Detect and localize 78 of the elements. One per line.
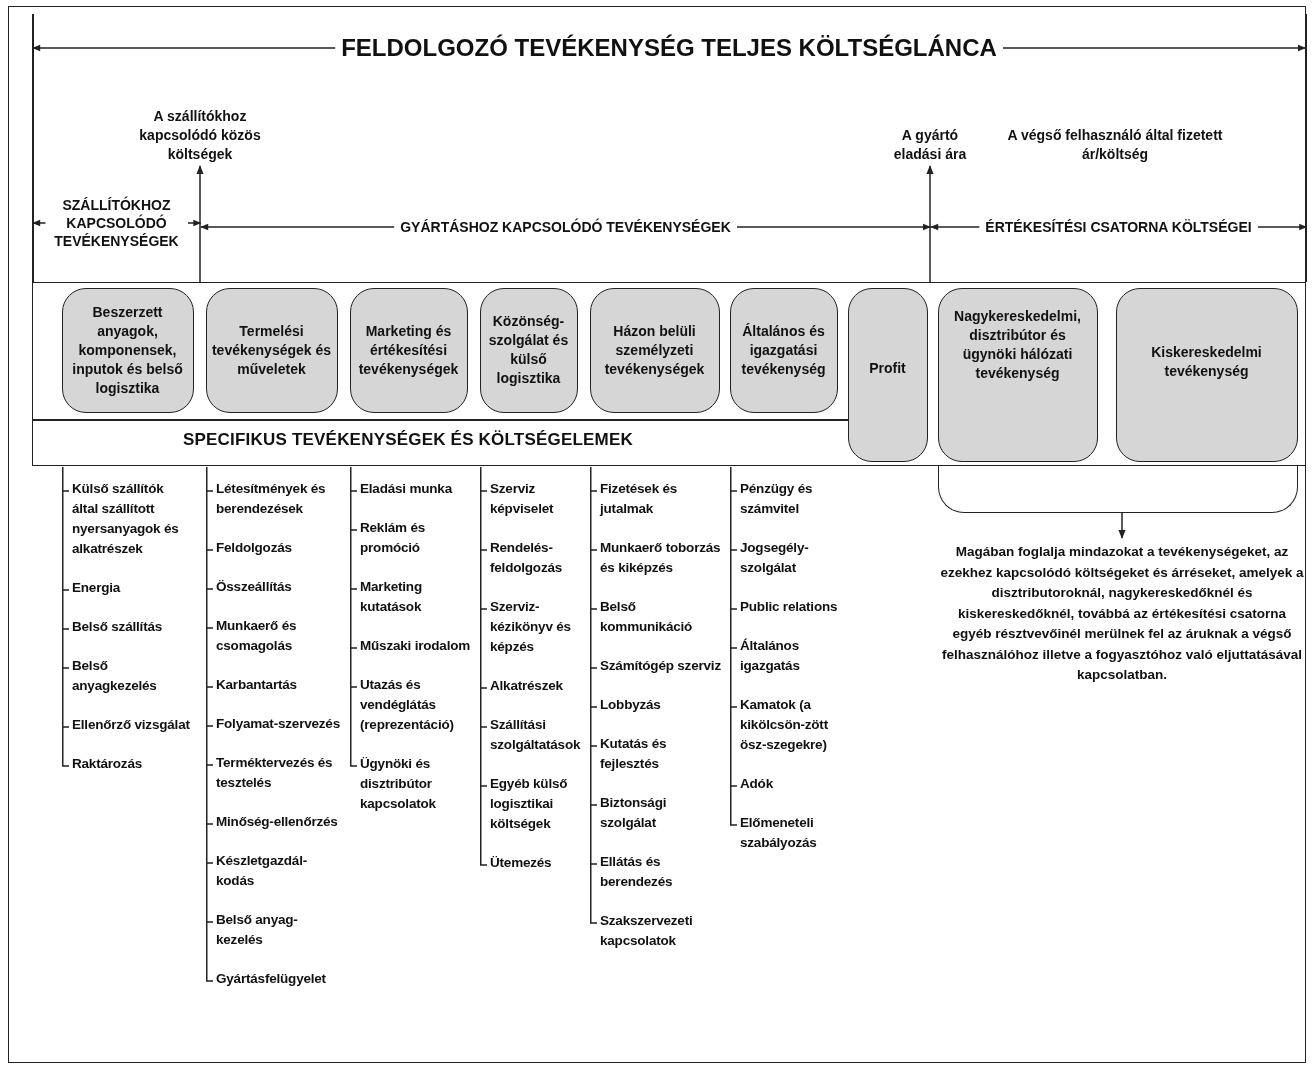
box-text: Házon belüli személyzeti tevékenységek bbox=[603, 321, 706, 379]
list-item: Belső szállítás bbox=[72, 619, 163, 634]
box-text: Profit bbox=[869, 358, 906, 378]
activity-band bbox=[32, 282, 1306, 466]
list-item: Összeállítás bbox=[216, 579, 292, 594]
list-item: Szakszervezeti kapcsolatok bbox=[600, 913, 693, 948]
list-item: Ellátás és berendezés bbox=[600, 854, 673, 889]
activity-box bbox=[61, 287, 194, 413]
list-item: Ellenőrző vizsgálat bbox=[72, 717, 190, 732]
activity-box bbox=[729, 287, 838, 413]
box-text: Nagykereskedelmi, disztribútor és ügynöki hálózati tevékenység bbox=[953, 306, 1082, 383]
box-text: Beszerzett anyagok, komponensek, inputok és belső logisztika bbox=[71, 302, 184, 398]
list-item: Belső anyag-kezelés bbox=[216, 912, 298, 947]
list-item: Kutatás és fejlesztés bbox=[600, 736, 667, 771]
list-item: Általános igazgatás bbox=[740, 638, 800, 673]
band-title: SPECIFIKUS TEVÉKENYSÉGEK ÉS KÖLTSÉGELEMEK bbox=[183, 430, 633, 450]
list-item: Belső kommunikáció bbox=[600, 599, 693, 634]
box-text: Közönség-szolgálat és külső logisztika bbox=[487, 312, 570, 388]
list-item: Adók bbox=[740, 776, 773, 791]
list-item: Biztonsági szolgálat bbox=[600, 795, 667, 830]
list-item: Létesítmények és berendezések bbox=[216, 481, 326, 516]
list-item: Folyamat-szervezés bbox=[216, 716, 340, 731]
annotation-text: A gyártó eladási ára bbox=[880, 98, 980, 164]
activity-box bbox=[349, 287, 468, 413]
activity-box bbox=[479, 287, 578, 413]
list-item: Marketing kutatások bbox=[360, 579, 422, 614]
list-item: Gyártásfelügyelet bbox=[216, 971, 326, 986]
list-item: Eladási munka bbox=[360, 481, 452, 496]
diagram-title: FELDOLGOZÓ TEVÉKENYSÉG TELJES KÖLTSÉGLÁNCA bbox=[340, 34, 998, 62]
list-item: Kamatok (a kikölcsön-zött ösz-szegekre) bbox=[740, 697, 828, 752]
activity-box bbox=[1115, 287, 1298, 462]
list-item: Minőség-ellenőrzés bbox=[216, 814, 338, 829]
list-item: Terméktervezés és tesztelés bbox=[216, 755, 333, 790]
box-text: Termelési tevékenységek és műveletek bbox=[210, 321, 333, 379]
list-item: Munkaerő és csomagolás bbox=[216, 618, 297, 653]
list-item: Műszaki irodalom bbox=[360, 638, 471, 653]
activity-box bbox=[205, 287, 338, 413]
list-item: Feldolgozás bbox=[216, 540, 292, 555]
section-heading: GYÁRTÁSHOZ KAPCSOLÓDÓ TEVÉKENYSÉGEK bbox=[399, 218, 732, 236]
list-item: Reklám és promóció bbox=[360, 520, 425, 555]
list-item: Karbantartás bbox=[216, 677, 297, 692]
list-item: Rendelés-feldolgozás bbox=[490, 540, 563, 575]
bracket-shape bbox=[938, 465, 1298, 513]
section-heading: ÉRTÉKESÍTÉSI CSATORNA KÖLTSÉGEI bbox=[984, 218, 1253, 236]
arrow bbox=[1118, 512, 1126, 539]
box-text: Kiskereskedelmi tevékenység bbox=[1150, 342, 1263, 381]
list-item: Számítógép szerviz bbox=[600, 658, 721, 673]
list-item: Előmeneteli szabályozás bbox=[740, 815, 817, 850]
arrow bbox=[196, 165, 204, 283]
list-item: Fizetések és jutalmak bbox=[600, 481, 678, 516]
list-item: Utazás és vendéglátás (reprezentáció) bbox=[360, 677, 454, 732]
list-item: Készletgazdál-kodás bbox=[216, 853, 307, 888]
activity-box bbox=[589, 287, 720, 413]
list-item: Jogsegély-szolgálat bbox=[740, 540, 809, 575]
list-item: Lobbyzás bbox=[600, 697, 661, 712]
list-item: Raktározás bbox=[72, 756, 143, 771]
list-item: Munkaerő toborzás és kiképzés bbox=[600, 540, 721, 575]
activity-box bbox=[847, 287, 928, 462]
list-item: Egyéb külső logisztikai költségek bbox=[490, 776, 568, 831]
description-text: Magában foglalja mindazokat a tevékenységeket, az ezekhez kapcsolódó költségeket és árréseket, amelyek a disztributoroknál, nagykereskedőknél és kiskereskedőknél, továbbá az értékesítési csatorna egyéb résztvevőinél merülnek fel az áruknak a végső felhasználóhoz illetve a fogyasztóhoz való eljuttatásával kapcsolatban. bbox=[940, 542, 1304, 752]
box-text: Általános és igazgatási tevékenység bbox=[740, 321, 827, 379]
list-item: Energia bbox=[72, 580, 121, 595]
list-item: Ütemezés bbox=[490, 855, 552, 870]
list-item: Public relations bbox=[740, 599, 838, 614]
box-text: Marketing és értékesítési tevékenységek bbox=[357, 321, 460, 379]
list-item: Alkatrészek bbox=[490, 678, 563, 693]
list-item: Szerviz-kézikönyv és képzés bbox=[490, 599, 571, 654]
annotation-text: A végső felhasználó által fizetett ár/költség bbox=[1006, 126, 1224, 164]
activity-box bbox=[937, 287, 1098, 462]
arrow bbox=[926, 165, 934, 283]
list-item: Szállítási szolgáltatások bbox=[490, 717, 581, 752]
list-item: Ügynöki és disztribútor kapcsolatok bbox=[360, 756, 436, 811]
list-item: Külső szállítók által szállított nyersanyagok és alkatrészek bbox=[72, 481, 179, 556]
annotation-text: A szállítókhoz kapcsolódó közös költségek bbox=[125, 86, 275, 164]
section-heading: SZÁLLÍTÓKHOZ KAPCSOLÓDÓ TEVÉKENYSÉGEK bbox=[53, 196, 180, 250]
list-item: Belső anyagkezelés bbox=[72, 658, 157, 693]
list-item: Pénzügy és számvitel bbox=[740, 481, 813, 516]
list-item: Szerviz képviselet bbox=[490, 481, 554, 516]
